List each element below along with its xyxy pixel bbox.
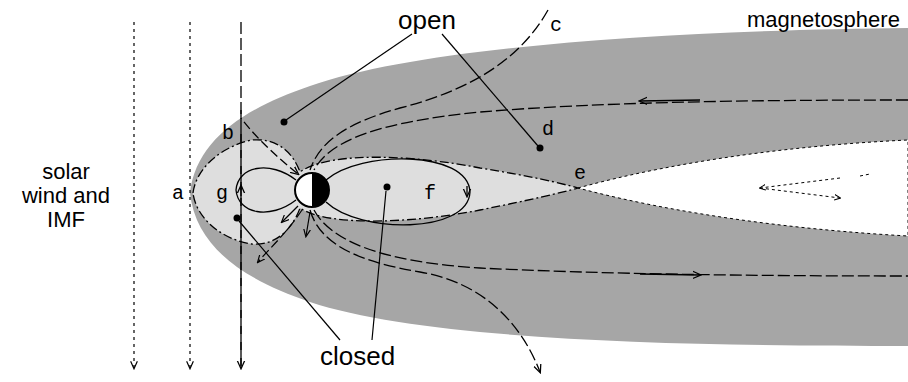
point-letter: g bbox=[216, 183, 228, 205]
point-letter: e bbox=[574, 163, 586, 185]
point-letter: f bbox=[424, 183, 436, 205]
point-letter: d bbox=[542, 119, 554, 141]
region-label: open bbox=[398, 6, 456, 35]
point-letter: b bbox=[222, 123, 234, 145]
region-label: closed bbox=[320, 342, 395, 371]
point-letter: c bbox=[550, 15, 562, 37]
region-label: magnetosphere bbox=[747, 8, 900, 32]
flow-label: solar wind and IMF bbox=[18, 160, 114, 233]
point-letter: a bbox=[172, 183, 184, 205]
